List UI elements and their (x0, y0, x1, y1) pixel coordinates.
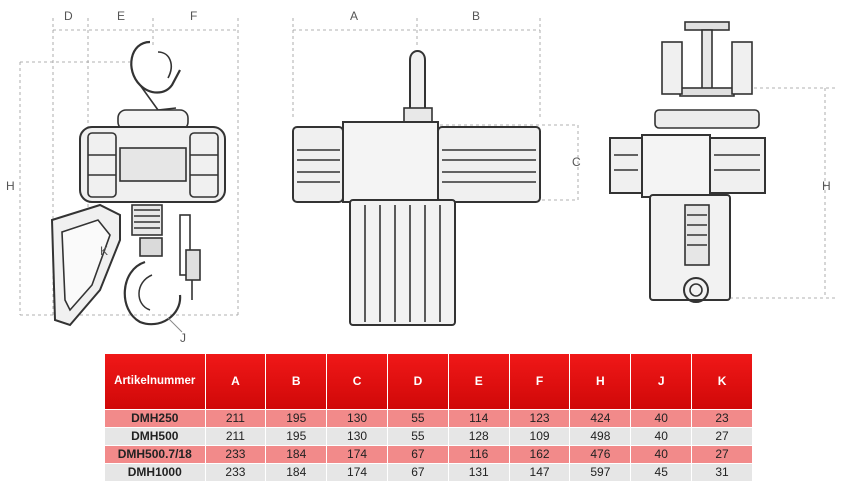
table-cell: 597 (569, 462, 632, 481)
table-cell-artikelnummer: DMH500 (105, 426, 206, 445)
header-j: J (630, 354, 693, 409)
table-cell: 174 (326, 462, 388, 481)
dim-label-j: J (180, 331, 186, 345)
dim-label-e: E (117, 9, 125, 23)
header-a: A (205, 354, 267, 409)
table-cell: 128 (448, 426, 510, 445)
dim-label-k: K (100, 244, 108, 258)
table-cell: 184 (265, 444, 328, 463)
table-cell: 55 (387, 426, 449, 445)
header-artikelnummer: Artikelnummer (105, 354, 206, 409)
header-d: D (387, 354, 449, 409)
table-cell: 114 (448, 408, 510, 427)
table-cell: 211 (205, 426, 267, 445)
end-view-drawing (609, 21, 835, 303)
dim-label-a: A (350, 9, 358, 23)
table-cell: 123 (509, 408, 571, 427)
table-cell: 45 (630, 462, 693, 481)
side-view-drawing (19, 18, 239, 333)
dim-label-d: D (64, 9, 73, 23)
header-b: B (265, 354, 328, 409)
table-cell: 40 (630, 444, 693, 463)
table-cell: 130 (326, 426, 388, 445)
table-cell-artikelnummer: DMH250 (105, 408, 206, 427)
table-cell: 130 (326, 408, 388, 427)
table-cell: 31 (691, 462, 753, 481)
table-cell: 67 (387, 462, 449, 481)
table-cell: 162 (509, 444, 571, 463)
header-e: E (448, 354, 510, 409)
table-cell: 195 (265, 408, 328, 427)
dim-label-f: F (190, 9, 197, 23)
table-cell: 27 (691, 444, 753, 463)
table-cell-artikelnummer: DMH500.7/18 (105, 444, 206, 463)
header-c: C (326, 354, 388, 409)
table-cell: 116 (448, 444, 510, 463)
technical-drawing: D E F A B C H H K J (6, 9, 835, 345)
table-cell: 40 (630, 408, 693, 427)
table-cell: 40 (630, 426, 693, 445)
header-h: H (569, 354, 632, 409)
header-f: F (509, 354, 571, 409)
table-cell: 23 (691, 408, 753, 427)
table-cell: 195 (265, 426, 328, 445)
table-cell: 147 (509, 462, 571, 481)
table-cell: 233 (205, 462, 267, 481)
table-cell: 476 (569, 444, 632, 463)
dim-label-h-left: H (6, 179, 15, 193)
table-cell: 109 (509, 426, 571, 445)
table-cell: 498 (569, 426, 632, 445)
table-cell: 424 (569, 408, 632, 427)
table-cell: 233 (205, 444, 267, 463)
dim-label-h-right: H (822, 179, 831, 193)
table-cell: 131 (448, 462, 510, 481)
dim-label-c: C (572, 155, 581, 169)
table-cell: 184 (265, 462, 328, 481)
front-view-drawing (292, 18, 579, 326)
header-k: K (691, 354, 753, 409)
dim-label-b: B (472, 9, 480, 23)
table-cell: 27 (691, 426, 753, 445)
table-cell: 67 (387, 444, 449, 463)
table-cell-artikelnummer: DMH1000 (105, 462, 206, 481)
table-cell: 55 (387, 408, 449, 427)
table-header-row: Artikelnummer A B C D E F H J K (105, 354, 753, 409)
table-cell: 174 (326, 444, 388, 463)
table-cell: 211 (205, 408, 267, 427)
